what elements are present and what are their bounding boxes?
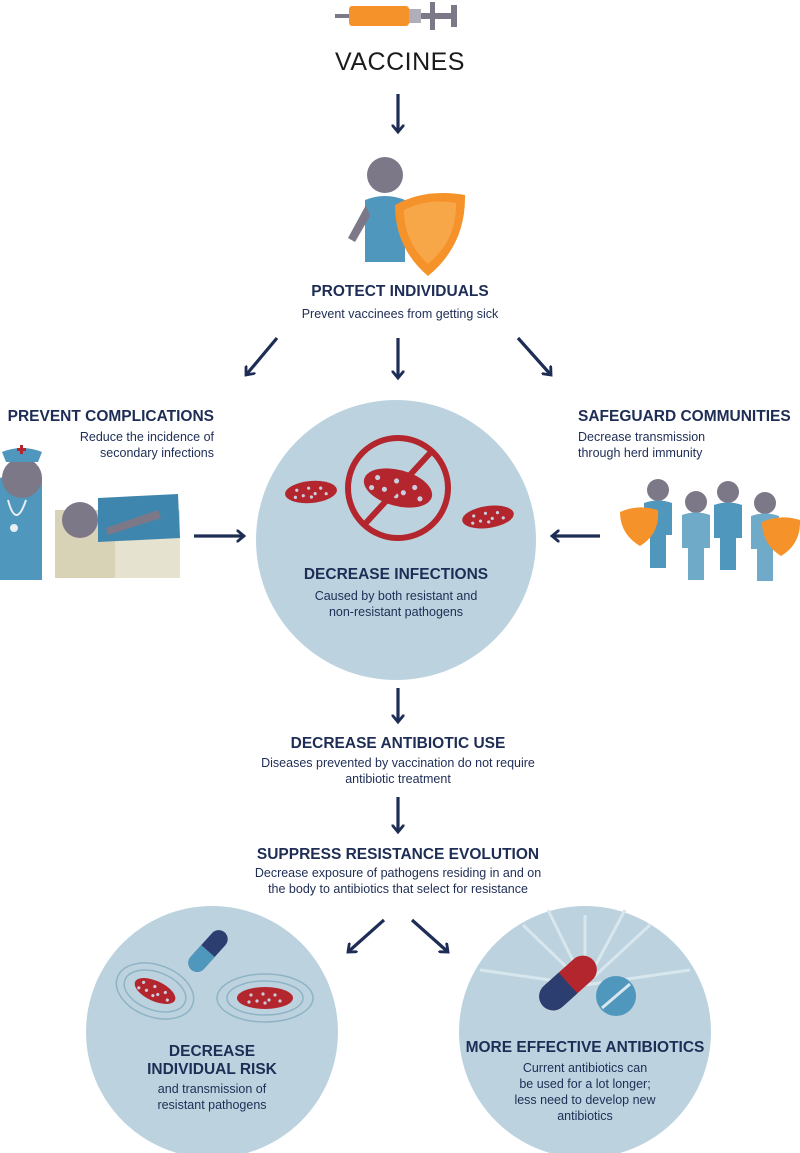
flow-arrows: [194, 94, 600, 952]
effective-title: MORE EFFECTIVE ANTIBIOTICS: [465, 1039, 705, 1056]
pill-icon: [188, 930, 228, 972]
communities-desc-1: Decrease transmission: [578, 430, 706, 444]
individual-risk-circle: [86, 906, 338, 1153]
individual-risk-title-1: DECREASE: [168, 1043, 256, 1060]
effective-desc-4: antibiotics: [557, 1109, 613, 1123]
individual-risk-desc-2: resistant pathogens: [157, 1098, 267, 1112]
effective-desc-3: less need to develop new: [514, 1093, 656, 1107]
no-bacteria-icon: [345, 435, 451, 541]
protect-desc: Prevent vaccinees from getting sick: [301, 307, 499, 321]
individual-risk-title-2: INDIVIDUAL RISK: [147, 1061, 277, 1078]
protect-title: PROTECT INDIVIDUALS: [311, 283, 489, 300]
communities-title: SAFEGUARD COMMUNITIES: [578, 408, 791, 425]
infections-desc-2: non-resistant pathogens: [328, 605, 464, 619]
resistance-desc-2: the body to antibiotics that select for …: [268, 882, 528, 896]
individual-risk-desc-1: and transmission of: [157, 1082, 267, 1096]
antibiotic-use-desc-2: antibiotic treatment: [345, 772, 451, 786]
infections-desc-1: Caused by both resistant and: [314, 589, 478, 603]
effective-desc-2: be used for a lot longer;: [519, 1077, 651, 1091]
bacteria-icon: [285, 480, 337, 504]
syringe-icon: [335, 2, 457, 30]
bacteria-icon: [462, 505, 514, 529]
tablet-icon: [596, 976, 636, 1016]
resistant-bacteria-icon: [115, 962, 314, 1023]
capsule-icon: [539, 955, 597, 1011]
person-shield-icon: [348, 157, 466, 276]
infections-title: DECREASE INFECTIONS: [303, 566, 489, 583]
effective-desc-1: Current antibiotics can: [522, 1061, 648, 1075]
antibiotic-use-desc-1: Diseases prevented by vaccination do not…: [261, 756, 535, 770]
resistance-desc-1: Decrease exposure of pathogens residing …: [254, 866, 542, 880]
effective-circle: [459, 906, 711, 1153]
antibiotic-use-title: DECREASE ANTIBIOTIC USE: [290, 735, 506, 752]
complications-desc-2: secondary infections: [100, 446, 214, 460]
nurse-patient-icon: [0, 445, 180, 580]
community-icon: [620, 479, 800, 581]
vaccines-title: VACCINES: [335, 48, 465, 76]
complications-desc-1: Reduce the incidence of: [79, 430, 214, 444]
resistance-title: SUPPRESS RESISTANCE EVOLUTION: [256, 846, 540, 863]
complications-title: PREVENT COMPLICATIONS: [7, 408, 214, 425]
communities-desc-2: through herd immunity: [578, 446, 703, 460]
